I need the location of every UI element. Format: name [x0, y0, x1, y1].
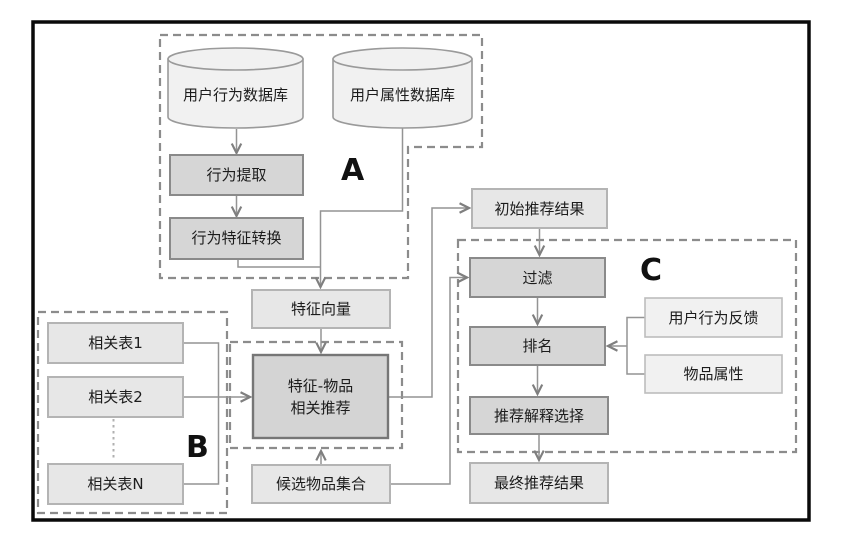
node-label: 最终推荐结果	[494, 474, 584, 492]
group-a-outline	[158, 33, 484, 280]
edge-candidate-to-filter	[390, 278, 467, 485]
node-label: 用户属性数据库	[350, 86, 455, 104]
node-box	[169, 154, 304, 196]
node-label: 物品属性	[683, 365, 743, 383]
node-label: 特征向量	[291, 300, 351, 318]
node-feature-vector: 特征向量	[251, 289, 391, 329]
node-user-behavior-db: 用户行为数据库	[167, 47, 304, 129]
feature-item-module-outline	[228, 340, 404, 450]
node-box	[469, 396, 609, 435]
node-box	[251, 353, 390, 440]
outer-frame	[31, 20, 811, 522]
group-c-label: C	[640, 253, 662, 288]
node-explanation-select: 推荐解释选择	[469, 396, 609, 435]
node-label: 排名	[522, 337, 552, 355]
cylinder-body	[332, 58, 473, 129]
node-box	[469, 326, 606, 366]
node-related-table-2: 相关表2	[47, 376, 184, 418]
node-box	[644, 297, 783, 338]
node-label-line1: 特征-物品	[288, 377, 353, 395]
node-label: 过滤	[522, 269, 552, 287]
node-related-table-n: 相关表N	[47, 463, 184, 505]
group-b-label: B	[186, 430, 209, 465]
edge-attrdb-to-featurevector	[321, 128, 404, 287]
node-user-attr-db: 用户属性数据库	[332, 47, 473, 129]
node-label: 相关表2	[88, 388, 143, 406]
node-box	[169, 217, 304, 260]
node-box	[47, 463, 184, 505]
node-box	[469, 462, 609, 504]
edge-transform-to-featurevector	[237, 259, 321, 268]
node-label: 推荐解释选择	[494, 407, 584, 425]
node-item-attrs: 物品属性	[644, 354, 783, 394]
edge-feedback-bracket	[626, 316, 645, 375]
node-box	[644, 354, 783, 394]
node-user-feedback: 用户行为反馈	[644, 297, 783, 338]
node-feature-item-rec: 特征-物品 相关推荐	[251, 353, 390, 440]
node-box	[471, 188, 608, 229]
node-box	[251, 289, 391, 329]
node-behavior-extract: 行为提取	[169, 154, 304, 196]
edge-relatedtables-bus	[183, 342, 220, 485]
node-label: 行为提取	[206, 166, 266, 184]
node-label: 行为特征转换	[191, 229, 281, 247]
node-candidate-items: 候选物品集合	[251, 464, 391, 504]
node-box	[251, 464, 391, 504]
node-label-line2: 相关推荐	[290, 399, 350, 417]
node-label: 候选物品集合	[276, 475, 366, 493]
node-box	[47, 376, 184, 418]
connectors	[183, 128, 645, 485]
group-b-outline	[36, 310, 229, 515]
node-behavior-feature-transform: 行为特征转换	[169, 217, 304, 260]
node-label: 用户行为数据库	[183, 86, 288, 104]
cylinder-body	[167, 58, 304, 129]
node-ranking: 排名	[469, 326, 606, 366]
node-final-results: 最终推荐结果	[469, 462, 609, 504]
node-related-table-1: 相关表1	[47, 322, 184, 364]
node-initial-results: 初始推荐结果	[471, 188, 608, 229]
group-c-outline	[456, 238, 798, 454]
node-label: 用户行为反馈	[668, 309, 758, 327]
node-label: 初始推荐结果	[494, 200, 584, 218]
node-box	[469, 257, 606, 298]
node-box	[47, 322, 184, 364]
edge-featureitem-to-initial	[388, 208, 469, 398]
group-a-label: A	[341, 153, 365, 188]
cylinder-top	[332, 47, 473, 71]
node-label: 相关表N	[87, 475, 143, 493]
node-label: 相关表1	[88, 334, 143, 352]
cylinder-top	[167, 47, 304, 71]
node-filter: 过滤	[469, 257, 606, 298]
